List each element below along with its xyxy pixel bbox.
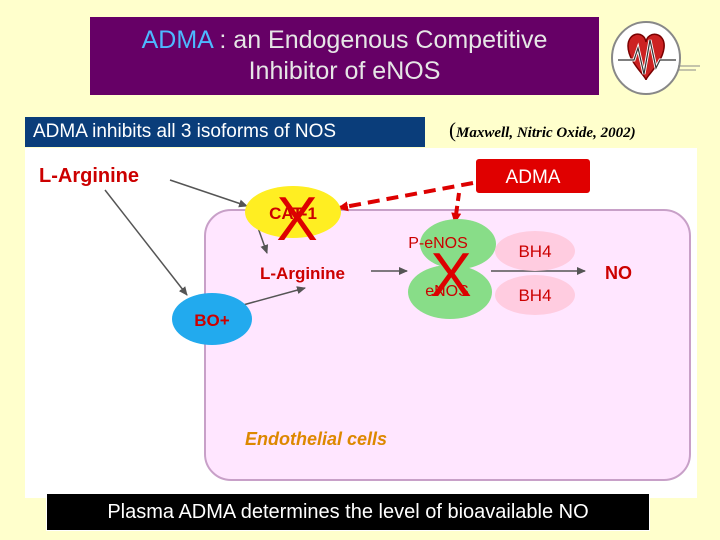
l-arginine-inside: L-Arginine (260, 264, 345, 283)
p-enos-enzyme (420, 219, 496, 269)
title-line-2: Inhibitor of eNOS (248, 57, 441, 85)
citation-text: Maxwell, Nitric Oxide, 2002) (456, 125, 636, 141)
arrow-bo-in (242, 286, 306, 306)
bo-plus-transporter (172, 293, 252, 345)
bh4-top (495, 231, 575, 271)
citation-open-paren: ( (449, 118, 456, 142)
inhibit-mark-nos: X (430, 241, 471, 310)
adma-dashed-arrow-cat1 (337, 181, 474, 212)
title-adma: ADMA (141, 26, 213, 54)
endothelial-cell (204, 209, 691, 481)
title-line-1: ADMA : an Endogenous Competitive (142, 25, 548, 56)
bh4-top-label: BH4 (518, 242, 551, 261)
bh4-bottom (495, 275, 575, 315)
title-banner: ADMA : an Endogenous Competitive Inhibit… (90, 17, 599, 95)
enos-label: eNOS (425, 283, 469, 300)
inhibit-mark-cat1: X (276, 185, 317, 254)
cat1-transporter (245, 186, 341, 238)
l-arginine-outside: L-Arginine (39, 165, 139, 187)
subtitle-banner: ADMA inhibits all 3 isoforms of NOS (25, 117, 425, 147)
adma-dashed-arrow-nos (451, 192, 462, 224)
arrow-larg-to-bo (104, 189, 188, 296)
bo-plus-label: BO+ (194, 311, 230, 330)
caption-banner: Plasma ADMA determines the level of bioa… (46, 493, 650, 531)
citation: (Maxwell, Nitric Oxide, 2002) (449, 117, 636, 146)
adma-box (474, 157, 592, 195)
bh4-bottom-label: BH4 (518, 286, 551, 305)
title-line-1-rest: : an Endogenous Competitive (212, 26, 548, 54)
cat1-label: CAT-1 (269, 204, 317, 223)
pathway-diagram: CAT-1 BO+ P-eNOS eNOS BH4 BH4 L-Arginine… (25, 148, 697, 498)
enos-enzyme (408, 265, 492, 319)
p-enos-label: P-eNOS (408, 235, 468, 252)
arrow-larg-to-cat1 (169, 179, 248, 208)
no-label: NO (605, 263, 632, 283)
endothelial-cells-label: Endothelial cells (245, 429, 387, 449)
adma-box-label: ADMA (506, 167, 561, 188)
heart-ecg-logo-icon (604, 10, 704, 98)
